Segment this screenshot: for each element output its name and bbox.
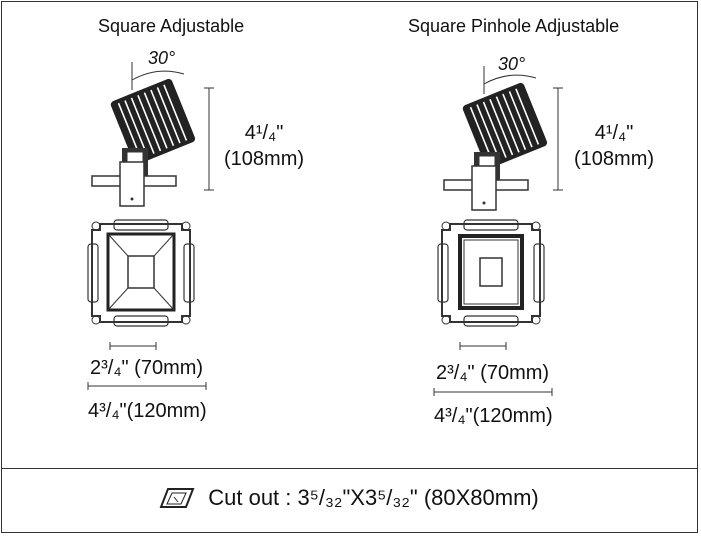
left-outer-dimension: 4³/₄"(120mm) — [88, 400, 207, 422]
left-height-inch: 4¹/₄" — [244, 122, 284, 144]
right-height-dimension-line — [553, 87, 563, 191]
left-inner-dimension: 2³/₄" (70mm) — [90, 357, 204, 379]
cutout-text: Cut out : 3⁵/₃₂"X3⁵/₃₂" (80X80mm) — [208, 485, 539, 510]
left-title: Square Adjustable — [98, 16, 245, 36]
left-height-mm: (108mm) — [224, 148, 305, 170]
right-tilt-angle: 30° — [498, 54, 526, 74]
right-inner-dimension: 2³/₄" (70mm) — [436, 362, 550, 384]
left-fixture-side-view — [91, 62, 196, 207]
left-outer-dimension-line — [87, 382, 207, 390]
left-height-dimension-line — [204, 87, 214, 191]
right-height-mm: (108mm) — [574, 148, 655, 170]
right-outer-dimension: 4³/₄"(120mm) — [434, 405, 553, 427]
cutout-footer: Cut out : 3⁵/₃₂"X3⁵/₃₂" (80X80mm) — [2, 485, 697, 514]
right-height-label: 4¹/₄" (108mm) — [574, 120, 654, 172]
left-trim-top-view — [87, 219, 195, 327]
right-fixture-side-view — [443, 66, 548, 211]
left-tilt-angle: 30° — [148, 48, 176, 68]
right-title: Square Pinhole Adjustable — [408, 16, 620, 36]
right-height-inch: 4¹/₄" — [594, 122, 634, 144]
footer-divider — [2, 468, 697, 469]
right-trim-top-view — [437, 219, 545, 327]
left-height-label: 4¹/₄" (108mm) — [224, 120, 304, 172]
right-inner-dimension-line — [459, 342, 507, 350]
right-outer-dimension-line — [433, 388, 553, 396]
left-inner-dimension-line — [109, 342, 157, 350]
cutout-template-icon — [159, 488, 195, 508]
